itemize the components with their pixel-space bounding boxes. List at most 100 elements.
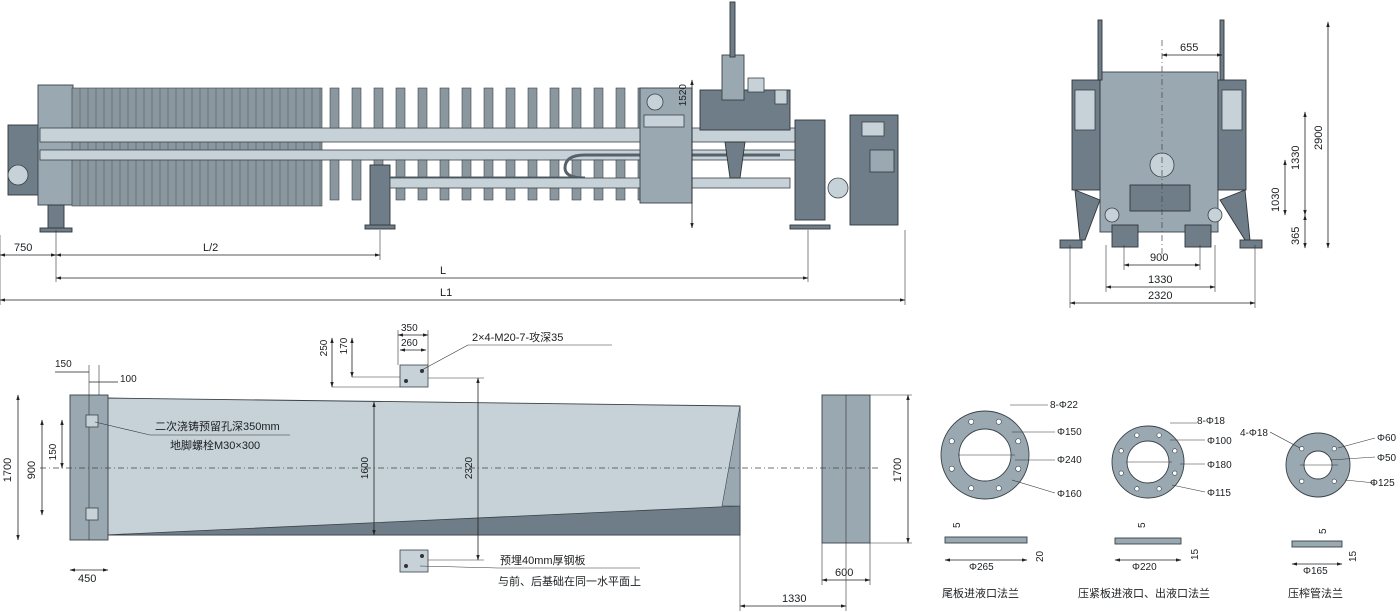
- bolt-hole: [1156, 486, 1162, 492]
- dim-1330-bottom: 1330: [782, 593, 806, 605]
- left-leg: [1074, 189, 1101, 241]
- mid-support-leg: [369, 164, 391, 228]
- plate-divisions: [79, 88, 321, 206]
- bolt-hole: [1299, 446, 1305, 452]
- f2-d-inner: Φ100: [1207, 436, 1232, 447]
- f2-holes: 8-Φ18: [1197, 416, 1225, 427]
- dim-1600: 1600: [360, 456, 371, 479]
- bolt-hole: [1172, 470, 1178, 476]
- bolt-hole: [1299, 478, 1305, 484]
- dim-L1: L1: [440, 287, 452, 299]
- left-guide-rod: [1097, 19, 1103, 81]
- dim-1030: 1030: [1270, 188, 1282, 212]
- dim-260: 260: [401, 338, 418, 349]
- head-flange: [827, 177, 849, 199]
- bolt-hole: [995, 485, 1002, 492]
- bolt-hole: [1172, 448, 1178, 454]
- embedded-plate-bottom: [399, 549, 429, 573]
- note-hole: 二次浇铸预留孔深350mm: [155, 419, 280, 433]
- bolt-hole: [995, 418, 1002, 425]
- cabinet-panel: [861, 121, 885, 137]
- right-leg: [1219, 189, 1251, 241]
- filter-plate: [351, 159, 362, 201]
- right-cylinder: [1221, 89, 1243, 131]
- filter-plate: [329, 87, 340, 129]
- valve-block: [747, 77, 765, 93]
- head-foot: [789, 224, 831, 230]
- mid-support-foot: [364, 224, 396, 230]
- motor-box: [774, 89, 788, 105]
- f3-section: [1291, 540, 1343, 548]
- bolt-hole: [1015, 438, 1022, 445]
- bolt-hole: [1118, 448, 1124, 454]
- f1-d-inner: Φ150: [1057, 427, 1082, 438]
- hopper: [724, 141, 746, 179]
- dim-350: 350: [401, 323, 418, 334]
- filter-plate: [417, 87, 428, 129]
- bolt-hole: [1015, 465, 1022, 472]
- dim-1700-right: 1700: [892, 458, 904, 482]
- dim-2900: 2900: [1313, 126, 1325, 150]
- bolt-hole: [948, 438, 955, 445]
- f1-d-outer: Φ160: [1057, 489, 1082, 500]
- filter-plate: [395, 87, 406, 129]
- f3-d-bolt: Φ50: [1377, 453, 1397, 464]
- lower-rail: [389, 177, 791, 189]
- f3-height: 15: [1348, 550, 1359, 562]
- dim-150-side: 150: [48, 443, 59, 460]
- filter-plate-stack: [71, 87, 323, 207]
- slab-end-face: [721, 405, 741, 507]
- dim-1330-h: 1330: [1148, 274, 1172, 286]
- dim-height: 1520: [678, 84, 689, 107]
- note-bolt: 地脚螺栓M30×300: [170, 438, 260, 452]
- dim-150-top: 150: [55, 359, 72, 370]
- f1-section: [944, 536, 1028, 544]
- slab-slope-edge: [104, 505, 741, 536]
- embedded-plate-top: [399, 364, 429, 388]
- flange-tail-inlet: 8-Φ22 Φ150 Φ240 Φ160 Φ265 5 20 尾板进液口法兰: [940, 400, 1082, 600]
- f1-d-bolt: Φ240: [1057, 455, 1082, 466]
- flange-press-plate: 8-Φ18 Φ100 Φ180 Φ115 Φ220 5 15 压紧板进液口、出液…: [1078, 416, 1232, 600]
- dim-L: L: [440, 265, 446, 277]
- filter-plate: [549, 87, 560, 129]
- f2-section: [1114, 537, 1182, 545]
- bolt-hole: [1134, 432, 1140, 438]
- dim-2320-center: 2320: [464, 456, 475, 479]
- right-guide-rod: [1219, 19, 1225, 81]
- f2-height: 15: [1190, 548, 1201, 560]
- tail-inlet-flange: [7, 164, 29, 186]
- filter-plate: [615, 87, 626, 129]
- f2-d-face: Φ220: [1132, 562, 1157, 573]
- foundation-plan: 1700 900 150 450 150 100 二次浇铸预留孔深350mm 地…: [2, 323, 912, 611]
- bolt-hole: [968, 485, 975, 492]
- dim-2320: 2320: [1148, 290, 1172, 302]
- dim-100: 100: [120, 374, 137, 385]
- filter-plate: [439, 87, 450, 129]
- tail-plate: [37, 84, 74, 206]
- bolt-hole: [1156, 432, 1162, 438]
- f3-thick: 5: [1318, 528, 1329, 534]
- bolt-hole: [968, 418, 975, 425]
- dim-900-left: 900: [26, 461, 38, 479]
- note-level: 与前、后基础在同一水平面上: [498, 574, 641, 588]
- cylinder-rod: [729, 1, 736, 58]
- f1-thick: 5: [952, 522, 963, 528]
- bolt-hole: [1118, 470, 1124, 476]
- bolt-hole: [948, 465, 955, 472]
- flange-squeeze-pipe: 4-Φ18 Φ60 Φ50 Φ125 Φ165 5 15 压榨管法兰: [1240, 428, 1397, 600]
- bolt-hole: [1331, 478, 1337, 484]
- end-motor: [1129, 184, 1191, 212]
- dim-1330-v: 1330: [1290, 146, 1302, 170]
- f1-height: 20: [1035, 550, 1046, 562]
- filter-plate: [373, 87, 384, 129]
- tail-leg: [47, 204, 65, 231]
- f3-holes: 4-Φ18: [1240, 428, 1268, 439]
- pump-motor: [869, 149, 895, 173]
- dim-750: 750: [14, 242, 32, 254]
- lower-bolt-hole: [85, 507, 99, 521]
- filter-plate: [483, 87, 494, 129]
- dim-250: 250: [319, 339, 330, 356]
- dim-half-L: L/2: [203, 242, 218, 254]
- f3-d-face: Φ165: [1303, 566, 1328, 577]
